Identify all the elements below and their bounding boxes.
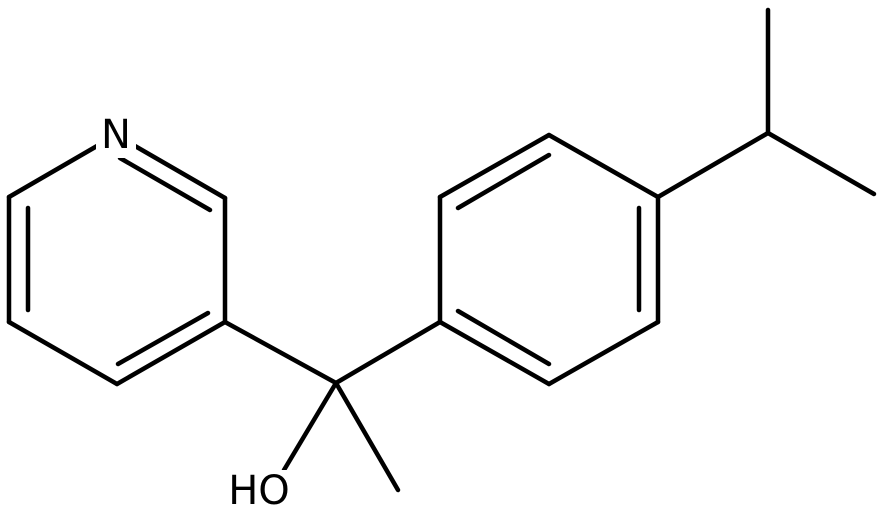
benzene-ring xyxy=(437,132,661,387)
bond-b6-b1-inner xyxy=(455,308,552,367)
nitrogen-atom: N xyxy=(96,112,136,158)
bond-n1-c2-inner xyxy=(117,155,213,213)
nitrogen-label-background xyxy=(96,112,136,158)
bond-c4-c5 xyxy=(6,319,120,387)
hydroxyl-label: HO xyxy=(228,468,290,514)
bond-b6-b1 xyxy=(437,319,552,387)
isopropyl-group xyxy=(655,7,877,200)
pyridine-ring xyxy=(6,132,228,387)
bond-central-methyl xyxy=(333,380,401,493)
bond-central-hydroxyl xyxy=(281,380,339,473)
bond-phenyl-isopropyl xyxy=(655,130,771,200)
bond-b2-b3-inner xyxy=(455,152,552,211)
bond-pyridine-central xyxy=(222,319,339,386)
nitrogen-label: N xyxy=(101,112,131,158)
bond-b5-b6 xyxy=(546,319,661,387)
hydroxyl-group: HO xyxy=(228,468,290,514)
bond-isopropyl-methyl-right xyxy=(765,130,877,197)
central-carbon-bonds xyxy=(222,319,443,493)
bond-c3-c4 xyxy=(114,319,228,387)
bond-b2-b3 xyxy=(437,132,552,200)
bond-central-phenyl xyxy=(333,319,443,386)
hydroxyl-label-background xyxy=(228,470,290,512)
bond-c3-c4-inner xyxy=(115,310,211,367)
bond-b3-b4 xyxy=(546,132,661,200)
